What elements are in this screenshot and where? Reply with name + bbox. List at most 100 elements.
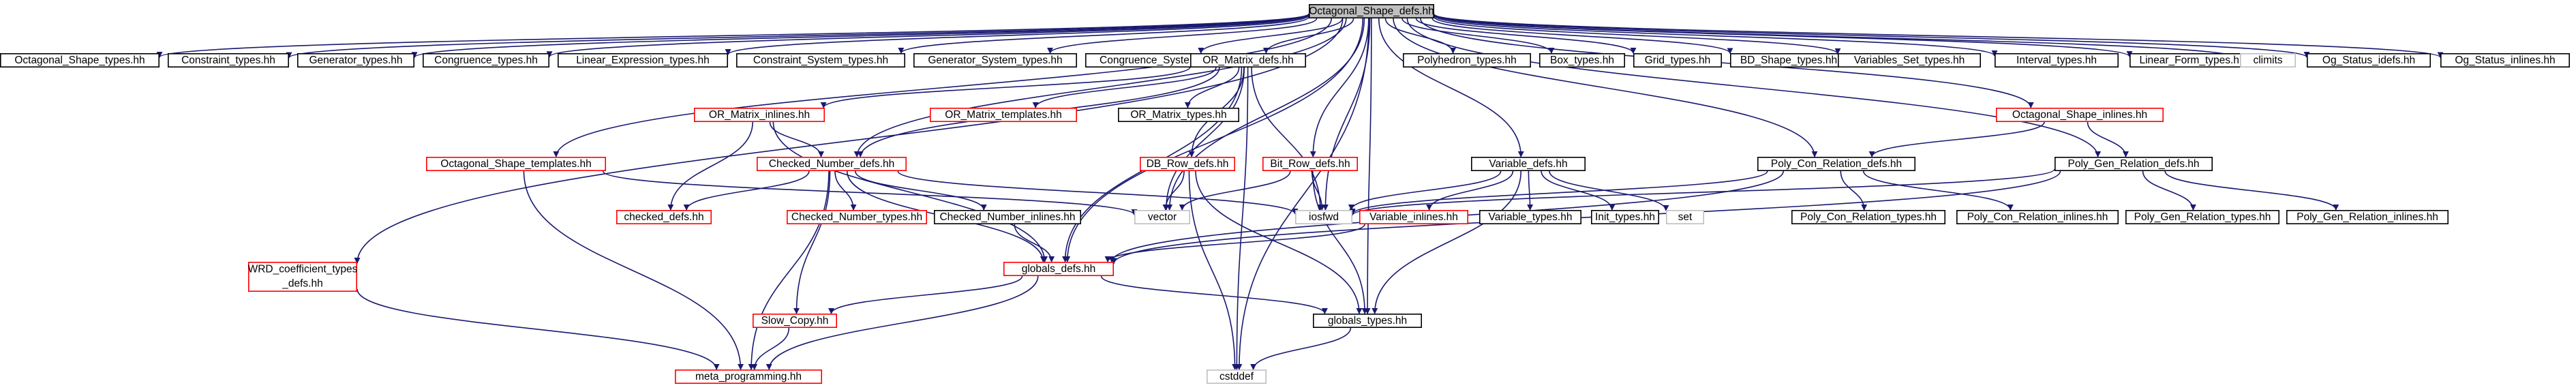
node-polyhedron-types-hh[interactable]: Polyhedron_types.hh <box>1403 53 1532 68</box>
node-variable-inlines-hh[interactable]: Variable_inlines.hh <box>1359 209 1469 224</box>
node-or-matrix-inlines-hh[interactable]: OR_Matrix_inlines.hh <box>693 108 825 123</box>
edge-ostm-to-vector <box>602 170 1138 216</box>
node-label: Octagonal_Shape_templates.hh <box>440 158 591 170</box>
node-linear-form-types-hh[interactable]: Linear_Form_types.hh <box>2130 53 2256 68</box>
node-poly-gen-relation-defs-hh[interactable]: Poly_Gen_Relation_defs.hh <box>2055 157 2213 172</box>
edge-ormd-to-ormi <box>820 66 1191 108</box>
node-linear-expression-types-hh[interactable]: Linear_Expression_types.hh <box>557 53 728 68</box>
node-poly-con-relation-defs-hh[interactable]: Poly_Con_Relation_defs.hh <box>1757 157 1916 172</box>
edge-root-to-lft <box>1434 14 2133 57</box>
edges-layer <box>156 13 2444 370</box>
node-box <box>934 209 1082 224</box>
edge-root-to-gst <box>1047 18 1318 54</box>
node-label: Generator_System_types.hh <box>928 55 1062 66</box>
node-cstddef[interactable]: cstddef <box>1207 369 1267 384</box>
node-label: Linear_Expression_types.hh <box>576 55 710 66</box>
node-iosfwd[interactable]: iosfwd <box>1295 209 1353 224</box>
node-label: Constraint_System_types.hh <box>753 55 888 66</box>
node-variable-types-hh[interactable]: Variable_types.hh <box>1479 209 1582 224</box>
node-set[interactable]: set <box>1666 209 1705 224</box>
node-label: globals_defs.hh <box>1022 263 1096 275</box>
node-box <box>1140 157 1236 172</box>
edge-root-to-ogsi <box>1434 14 2310 58</box>
node-variables-set-types-hh[interactable]: Variables_Set_types.hh <box>1838 53 1982 68</box>
node-generator-system-types-hh[interactable]: Generator_System_types.hh <box>913 53 1078 68</box>
edge-ormi-to-chkd <box>667 121 753 211</box>
node-poly-con-relation-inlines-hh[interactable]: Poly_Con_Relation_inlines.hh <box>1956 209 2119 224</box>
node-box <box>247 261 357 292</box>
node-box <box>1479 209 1582 224</box>
edge-cni-to-gd <box>1014 224 1055 262</box>
nodes-layer: Octagonal_Shape_defs.hhOctagonal_Shape_t… <box>0 4 2571 384</box>
node-variable-defs-hh[interactable]: Variable_defs.hh <box>1471 157 1586 172</box>
node-globals-types-hh[interactable]: globals_types.hh <box>1313 313 1423 328</box>
node-label: Octagonal_Shape_defs.hh <box>1309 5 1434 17</box>
node-label: Linear_Form_types.hh <box>2139 55 2245 66</box>
node-wrd-coefficient-types[interactable]: WRD_coefficient_types_defs.hh <box>247 261 358 292</box>
node-poly-gen-relation-inlines-hh[interactable]: Poly_Gen_Relation_inlines.hh <box>2286 209 2449 224</box>
node-box <box>1666 209 1705 224</box>
edge-osi-to-pgrd <box>2087 121 2129 157</box>
node-checked-number-defs-hh[interactable]: Checked_Number_defs.hh <box>757 157 907 172</box>
node-og-status-inlines-hh[interactable]: Og_Status_inlines.hh <box>2440 53 2571 68</box>
edge-ormd-to-ormt <box>1032 67 1217 108</box>
node-slow-copy-hh[interactable]: Slow_Copy.hh <box>753 313 838 328</box>
edge-gd-to-sc <box>828 275 1023 314</box>
node-generator-types-hh[interactable]: Generator_types.hh <box>297 53 414 68</box>
node-congruence-types-hh[interactable]: Congruence_types.hh <box>422 53 549 68</box>
edge-dbr-to-vector <box>1162 170 1185 211</box>
node-poly-con-relation-types-hh[interactable]: Poly_Con_Relation_types.hh <box>1791 209 1946 224</box>
node-constraint-system-types-hh[interactable]: Constraint_System_types.hh <box>736 53 906 68</box>
node-init-types-hh[interactable]: Init_types.hh <box>1591 209 1660 224</box>
node-climits[interactable]: climits <box>2240 53 2297 68</box>
node-label: OR_Matrix_inlines.hh <box>709 109 810 121</box>
node-box <box>1956 209 2119 224</box>
edge-bitr-to-vector <box>1179 170 1291 211</box>
node-interval-types-hh[interactable]: Interval_types.hh <box>1995 53 2119 68</box>
edge-root-to-vst <box>1434 16 1841 55</box>
node-checked-number-inlines-hh[interactable]: Checked_Number_inlines.hh <box>934 209 1082 224</box>
node-globals-defs-hh[interactable]: globals_defs.hh <box>1003 261 1115 276</box>
node-label: Interval_types.hh <box>2016 55 2097 66</box>
node-box <box>557 53 728 68</box>
edge-root-to-grt <box>1415 18 1637 54</box>
edge-bitr-to-iosfwd <box>1311 170 1325 211</box>
edge-dbr-to-cstddef <box>1188 170 1239 370</box>
node-label: Poly_Con_Relation_inlines.hh <box>1967 211 2108 223</box>
node-label: Checked_Number_defs.hh <box>769 158 894 170</box>
node-checked-number-types-hh[interactable]: Checked_Number_types.hh <box>787 209 928 224</box>
node-label: Variable_defs.hh <box>1489 158 1567 170</box>
edge-vd-to-vty <box>1527 170 1534 211</box>
node-or-matrix-defs-hh[interactable]: OR_Matrix_defs.hh <box>1190 53 1307 68</box>
node-or-matrix-templates-hh[interactable]: OR_Matrix_templates.hh <box>930 108 1078 123</box>
node-og-status-idefs-hh[interactable]: Og_Status_idefs.hh <box>2307 53 2431 68</box>
node-meta-programming-hh[interactable]: meta_programming.hh <box>674 369 822 384</box>
edge-root-to-cnd <box>853 18 1347 157</box>
node-bit-row-defs-hh[interactable]: Bit_Row_defs.hh <box>1262 157 1359 172</box>
node-octagonal-shape-inlines-hh[interactable]: Octagonal_Shape_inlines.hh <box>1996 108 2164 123</box>
edge-root-to-gd <box>1064 18 1364 262</box>
node-or-matrix-types-hh[interactable]: OR_Matrix_types.hh <box>1118 108 1240 123</box>
node-box-types-hh[interactable]: Box_types.hh <box>1539 53 1626 68</box>
node-constraint-types-hh[interactable]: Constraint_types.hh <box>168 53 289 68</box>
node-checked-defs-hh[interactable]: checked_defs.hh <box>616 209 712 224</box>
node-label: BD_Shape_types.hh <box>1740 55 1837 66</box>
node-bd-shape-types-hh[interactable]: BD_Shape_types.hh <box>1730 53 1848 68</box>
node-box <box>1262 157 1359 172</box>
node-vector[interactable]: vector <box>1134 209 1191 224</box>
edge-gd-to-gty <box>1100 275 1328 314</box>
node-grid-types-hh[interactable]: Grid_types.hh <box>1633 53 1723 68</box>
edge-vd-to-gty <box>1372 170 1522 314</box>
node-poly-gen-relation-types-hh[interactable]: Poly_Gen_Relation_types.hh <box>2125 209 2280 224</box>
node-box <box>1995 53 2119 68</box>
node-octagonal-shape-templates-hh[interactable]: Octagonal_Shape_templates.hh <box>425 157 606 172</box>
edge-osi-to-pcrd <box>1868 121 2045 157</box>
node-box <box>2240 53 2297 68</box>
node-label: iosfwd <box>1309 211 1339 223</box>
node-octagonal-shape-defs-hh[interactable]: Octagonal_Shape_defs.hh <box>1309 4 1435 18</box>
edge-vd-to-itt <box>1541 170 1616 211</box>
node-octagonal-shape-types-hh[interactable]: Octagonal_Shape_types.hh <box>0 53 160 68</box>
edge-ormi-to-gd <box>772 121 1048 262</box>
node-db-row-defs-hh[interactable]: DB_Row_defs.hh <box>1140 157 1236 172</box>
